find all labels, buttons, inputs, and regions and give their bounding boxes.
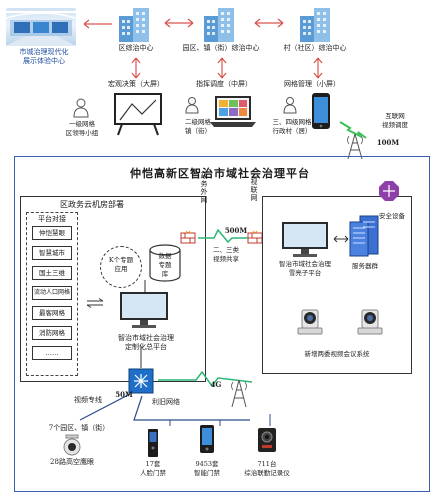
- face-gate-label: 17套 人脸门禁: [140, 460, 166, 477]
- town-down-arrow: [217, 57, 227, 79]
- bw-50m-label: 50M: [115, 390, 133, 399]
- radio-tower-icon: [231, 379, 247, 408]
- medium-screen-label: 指挥调度（中屏）: [196, 80, 252, 88]
- video-share-label: 二、三类 视频共享: [213, 246, 239, 263]
- leader-person-icon: [73, 98, 89, 118]
- bw-500m-label: 500M: [224, 226, 248, 235]
- main-platform-title: 仲恺高新区智治市域社会治理平台: [130, 167, 310, 180]
- platform-item: 消防网格: [32, 326, 72, 340]
- topic-app-circle: [100, 246, 142, 288]
- cloud-internal-link: [144, 280, 146, 292]
- district-town-arrow: [164, 18, 194, 28]
- network-switch-icon: [128, 368, 154, 394]
- gov-cloud-title: 区政务云机房部署: [60, 200, 124, 209]
- internet-video-label: 互联网 视频调度: [382, 112, 408, 129]
- bandwidth-100m-label: 100M: [376, 138, 400, 147]
- level2-grid-label: 二级网格 镇（街）: [185, 118, 211, 135]
- xueliang-platform-label: 智治市域社会治理 雪亮子平台: [279, 260, 331, 277]
- server-link-arrow: [333, 235, 349, 243]
- district-down-arrow: [131, 57, 141, 79]
- showroom-label: 市城治理现代化 展示体验中心: [19, 48, 69, 65]
- docking-exchange-arrow: [86, 298, 104, 308]
- small-screen-label: 网格管理（小屏）: [284, 80, 340, 88]
- district-building-icon: [119, 8, 149, 42]
- video-conf-label: 新增两委视频会议系统: [304, 350, 370, 358]
- platform-item: 国土三维: [32, 266, 72, 280]
- bottom-branch-lines: [79, 393, 271, 426]
- platform-switch-link: [140, 346, 142, 368]
- recorder-label: 711台 综治联勤记录仪: [244, 460, 290, 477]
- bw-4g-label: 4G: [210, 380, 222, 389]
- showroom-link-arrow: [83, 19, 112, 29]
- xueliang-monitor-icon: [282, 222, 328, 257]
- database-icon: [149, 244, 181, 282]
- topic-app-label: K个专题 应用: [108, 256, 134, 273]
- wireless-bolt-icon: [339, 121, 367, 139]
- ptz-camera-icon: [63, 434, 81, 456]
- face-gate-icon: [148, 429, 158, 457]
- video-line-label: 视频专线: [74, 396, 102, 404]
- video-net-frame: [262, 196, 412, 374]
- big-screen-label: 宏观决策（大屏）: [108, 80, 164, 88]
- gov-cloud-frame: [20, 196, 206, 382]
- laptop-icon: [210, 96, 256, 127]
- gov-ext-net-label: 政务外网: [200, 172, 208, 204]
- video-net-label: 视联网: [250, 178, 258, 202]
- server-cluster-label: 服务器群: [352, 262, 378, 270]
- platform-item: 智慧城市: [32, 246, 72, 260]
- platform-item: 最客网格: [32, 306, 72, 320]
- link-500m-line: [198, 228, 248, 244]
- town-center-label: 园区、镇（街）综治中心: [182, 44, 260, 52]
- smart-gate-label: 9453套 智能门禁: [194, 460, 220, 477]
- big-screen-icon: [114, 93, 162, 136]
- leader-group-label: 一级网格 区领导小组: [65, 120, 99, 137]
- town-building-icon: [204, 8, 234, 42]
- village-center-label: 村（社区）综治中心: [283, 44, 347, 52]
- platform-item: ……: [32, 346, 72, 360]
- village-down-arrow: [313, 57, 323, 79]
- platform-item: 仲恺慧眼: [32, 226, 72, 240]
- phone-icon: [312, 93, 330, 129]
- body-recorder-icon: [258, 428, 276, 452]
- data-lib-label: 数据 专题 库: [158, 252, 172, 278]
- platform-docking-head: 平台对接: [38, 215, 66, 223]
- security-device-label: 安全设备: [379, 212, 405, 220]
- link-4g-line: [158, 370, 253, 388]
- town-person-icon: [185, 97, 199, 114]
- conference-camera-icon: [357, 309, 383, 335]
- conference-camera-icon: [297, 309, 323, 335]
- custom-platform-label: 智治市域社会治理 定制化总平台: [118, 334, 174, 351]
- district-center-label: 区综治中心: [118, 44, 154, 52]
- village-person-icon: [283, 97, 297, 114]
- showroom-photo: [6, 8, 76, 46]
- security-device-icon: [379, 181, 399, 201]
- ptz-cam-label: 28路高空鹰眼: [50, 458, 94, 466]
- platform-docking-frame: [26, 212, 78, 376]
- platform-item: 流动人口网格: [32, 286, 72, 300]
- custom-platform-monitor-icon: [120, 292, 168, 328]
- main-platform-frame: [14, 156, 430, 492]
- radio-tower-icon: [347, 133, 363, 160]
- use-old-net-label: 利旧网络: [152, 398, 180, 406]
- server-cluster-icon: [349, 215, 379, 257]
- firewall-icon: [180, 230, 196, 244]
- village-building-icon: [300, 8, 330, 42]
- smart-gate-icon: [200, 425, 214, 453]
- level34-grid-label: 三、四级网格 行政村（居）: [272, 118, 312, 135]
- parks-label: 7个园区、镇（街）: [48, 424, 110, 432]
- town-village-arrow: [254, 18, 284, 28]
